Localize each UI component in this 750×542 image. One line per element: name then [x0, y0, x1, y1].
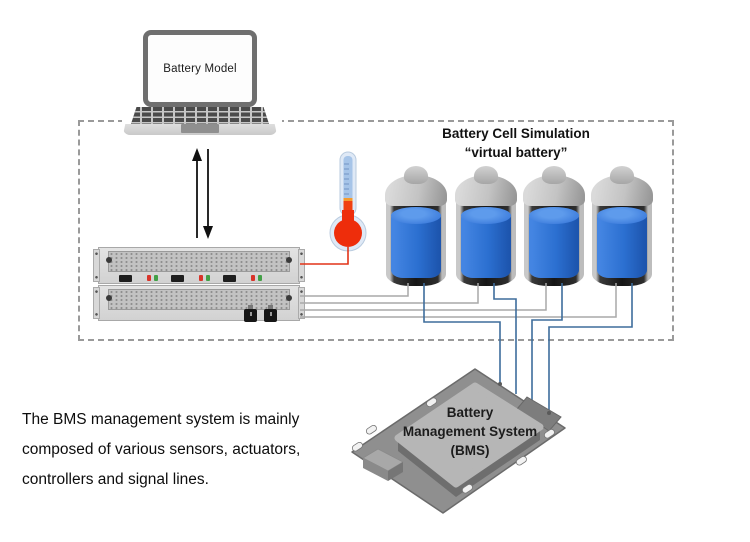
virtual-battery-boundary	[78, 120, 674, 341]
bms-label-line: Battery	[446, 405, 494, 420]
battery-shell	[524, 197, 584, 286]
thermometer-icon	[329, 151, 367, 252]
port-icon	[171, 275, 184, 282]
port-icon	[223, 275, 236, 282]
simulation-subtitle: “virtual battery”	[464, 145, 568, 160]
laptop-touchpad	[181, 124, 219, 133]
battery-charge-level	[391, 207, 441, 278]
battery-shell	[386, 197, 446, 286]
battery-terminal	[610, 166, 634, 184]
screw-icon	[106, 257, 112, 263]
rack-unit-top	[93, 247, 305, 284]
red-led-icon	[147, 275, 151, 281]
battery-cell-icon	[455, 166, 517, 286]
battery-terminal	[542, 166, 566, 184]
red-led-icon	[199, 275, 203, 281]
green-led-icon	[258, 275, 262, 281]
battery-cell-icon	[591, 166, 653, 286]
port-icon	[119, 275, 132, 282]
battery-terminal	[474, 166, 498, 184]
battery-cell-icon	[523, 166, 585, 286]
laptop-base	[123, 124, 277, 135]
battery-charge-level	[461, 207, 511, 278]
bms-label-line: Management System	[402, 424, 538, 439]
screw-icon	[286, 257, 292, 263]
laptop-keyboard	[131, 107, 269, 124]
simulation-title-line: Battery Cell Simulation	[442, 126, 590, 141]
power-connector-icon	[244, 305, 257, 322]
green-led-icon	[206, 275, 210, 281]
vent-mesh	[108, 251, 290, 272]
red-led-icon	[251, 275, 255, 281]
green-led-icon	[154, 275, 158, 281]
power-connector-icon	[264, 305, 277, 322]
simulation-title: Battery Cell Simulation “virtual battery…	[416, 124, 616, 162]
battery-terminal	[404, 166, 428, 184]
battery-charge-level	[529, 207, 579, 278]
caption-text: The BMS management system is mainly comp…	[22, 405, 300, 495]
battery-charge-level	[597, 207, 647, 278]
screw-icon	[286, 295, 292, 301]
bms-label-line: (BMS)	[450, 443, 490, 458]
laptop-screen-label: Battery Model	[163, 62, 237, 75]
rack-unit-bottom	[93, 285, 305, 322]
caption-line: The BMS management system is mainly	[22, 411, 300, 428]
screw-icon	[106, 295, 112, 301]
battery-shell	[456, 197, 516, 286]
battery-shell	[592, 197, 652, 286]
caption-line: composed of various sensors, actuators,	[22, 441, 301, 458]
laptop-icon: Battery Model	[143, 30, 257, 107]
bms-label: Battery Management System (BMS)	[370, 403, 570, 460]
battery-cell-icon	[385, 166, 447, 286]
vent-mesh	[108, 289, 290, 310]
caption-line: controllers and signal lines.	[22, 471, 209, 488]
